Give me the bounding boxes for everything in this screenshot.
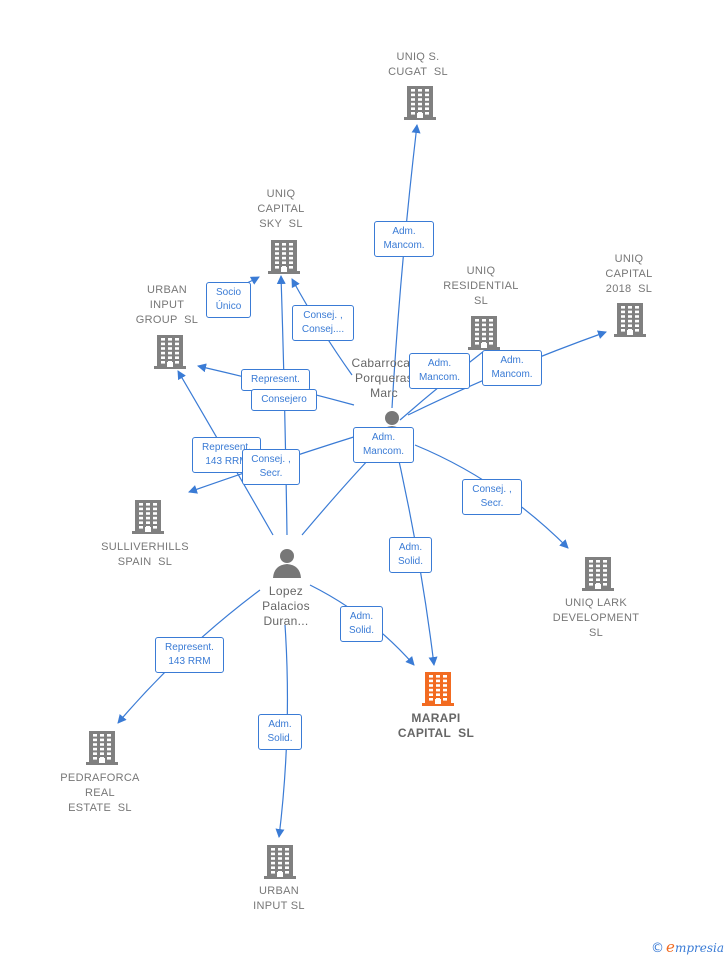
uniq-resid-building-icon[interactable]: [468, 316, 500, 355]
lopez-person-icon[interactable]: [273, 548, 301, 583]
brand-name: mpresia: [674, 941, 724, 955]
urban-input-building-icon[interactable]: [264, 845, 296, 884]
node-urban-input-group[interactable]: URBAN INPUT GROUP SL: [135, 284, 199, 326]
node-pedraforca-real-estate[interactable]: PEDRAFORCA REAL ESTATE SL: [60, 772, 140, 814]
node-uniq-s-cugat[interactable]: UNIQ S. CUGAT SL: [388, 51, 448, 78]
edge-label-represent-sulliver[interactable]: Represent. 143 RRM: [192, 437, 261, 473]
uniq-2018-building-icon[interactable]: [614, 303, 646, 342]
edge-label-consej-secr-lark[interactable]: Consej. , Secr.: [462, 479, 522, 515]
copyright-icon: ©: [651, 941, 665, 956]
footer-brand[interactable]: ©empresia: [651, 938, 724, 956]
urban-group-building-icon[interactable]: [154, 335, 186, 374]
node-marapi-capital[interactable]: MARAPI CAPITAL SL: [397, 711, 475, 740]
pedraforca-building-icon[interactable]: [86, 731, 118, 770]
uniq-cugat-building-icon[interactable]: [404, 86, 436, 125]
edge-label-adm-solid-marapi-2[interactable]: Adm. Solid.: [340, 606, 383, 642]
edge-label-adm-mancom-residential[interactable]: Adm. Mancom.: [409, 353, 470, 389]
node-sulliverhills-spain[interactable]: SULLIVERHILLS SPAIN SL: [101, 541, 189, 568]
brand-initial: e: [666, 938, 675, 956]
edge-label-adm-solid-urban[interactable]: Adm. Solid.: [258, 714, 302, 750]
node-uniq-lark-development[interactable]: UNIQ LARK DEVELOPMENT SL: [552, 597, 640, 639]
node-urban-input[interactable]: URBAN INPUT SL: [253, 885, 305, 912]
uniq-sky-building-icon[interactable]: [268, 240, 300, 279]
edge-label-adm-mancom-2018[interactable]: Adm. Mancom.: [482, 350, 542, 386]
edge-label-socio-unico[interactable]: Socio Único: [206, 282, 251, 318]
sulliver-building-icon[interactable]: [132, 500, 164, 539]
edge-label-represent-pedraforca[interactable]: Represent. 143 RRM: [155, 637, 224, 673]
edge-label-consej-sky[interactable]: Consej. , Consej....: [292, 305, 354, 341]
edge-label-adm-mancom-cugat[interactable]: Adm. Mancom.: [374, 221, 434, 257]
edge-lopez-center: [301, 457, 371, 536]
edge-label-consej-secr-center[interactable]: Consej. , Secr.: [242, 449, 300, 485]
node-lopez-palacios-duran[interactable]: Lopez Palacios Duran...: [262, 584, 310, 628]
edge-label-adm-mancom-center[interactable]: Adm. Mancom.: [353, 427, 414, 463]
node-uniq-capital-sky[interactable]: UNIQ CAPITAL SKY SL: [257, 188, 305, 230]
edge-label-represent-group[interactable]: Represent.: [241, 369, 310, 391]
edge-label-consejero[interactable]: Consejero: [251, 389, 317, 411]
edges: [117, 124, 607, 838]
node-cabarrocas-porqueras-marc[interactable]: Cabarrocas Porqueras Marc: [351, 356, 417, 400]
node-uniq-residential[interactable]: UNIQ RESIDENTIAL SL: [443, 265, 519, 307]
edge-cabarrocas-uniq-cugat: [391, 124, 421, 409]
uniq-lark-building-icon[interactable]: [582, 557, 614, 596]
marapi-building-icon[interactable]: [422, 672, 454, 711]
node-uniq-capital-2018[interactable]: UNIQ CAPITAL 2018 SL: [605, 253, 653, 295]
edge-label-adm-solid-marapi-1[interactable]: Adm. Solid.: [389, 537, 432, 573]
